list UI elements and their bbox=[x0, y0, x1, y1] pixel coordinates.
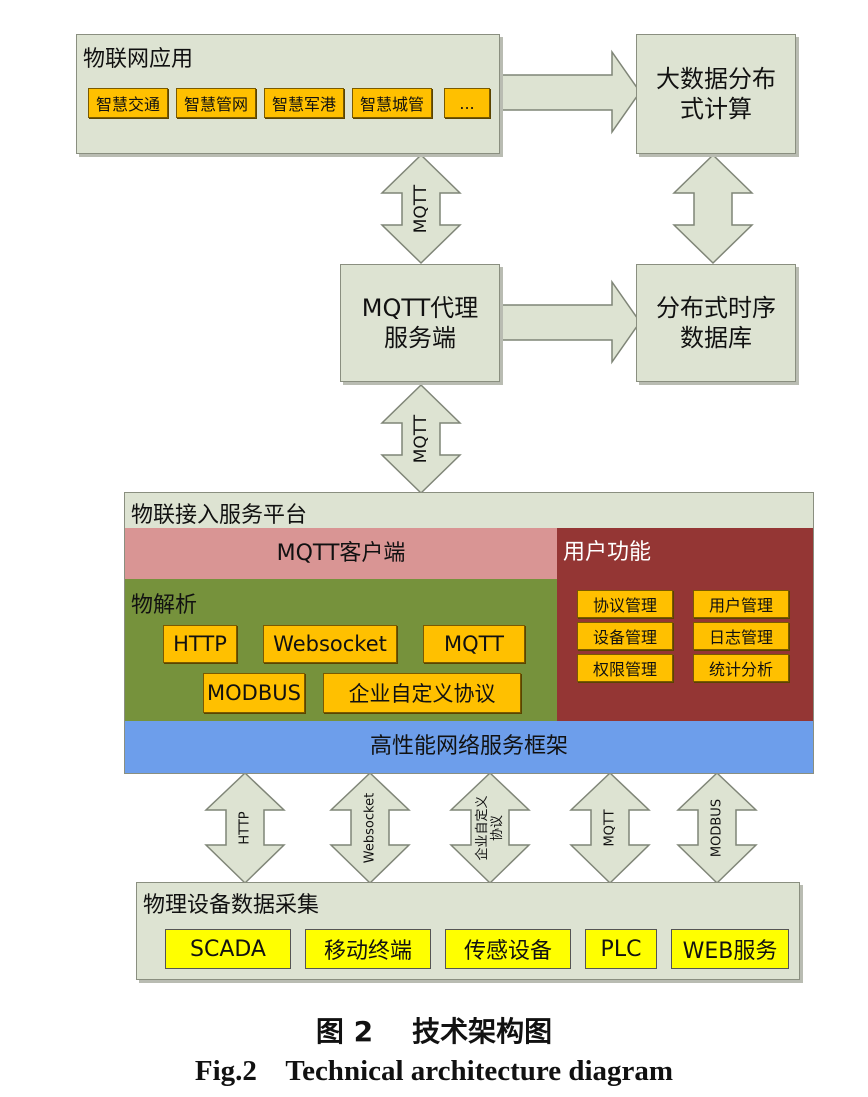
arrow-bigdata-tsdb bbox=[672, 153, 754, 265]
iot-apps-box: 物联网应用 智慧交通 智慧管网 智慧军港 智慧城管 ... bbox=[76, 34, 500, 154]
parse-chip-http: HTTP bbox=[163, 625, 237, 663]
bottom-link-modbus: MODBUS bbox=[709, 798, 725, 858]
user-chip: 权限管理 bbox=[577, 654, 673, 682]
caption-zh: 图 2 技术架构图 bbox=[315, 1015, 553, 1048]
ts-db-line1: 分布式时序 bbox=[656, 294, 776, 322]
parse-chip-websocket: Websocket bbox=[263, 625, 397, 663]
user-panel: 用户功能 协议管理 用户管理 设备管理 日志管理 权限管理 统计分析 bbox=[557, 528, 813, 721]
bottom-link-custom-line2: 协议 bbox=[490, 814, 505, 842]
bottom-link-custom-line1: 企业自定义 bbox=[475, 795, 490, 861]
platform-title: 物联接入服务平台 bbox=[131, 503, 308, 528]
iot-apps-title: 物联网应用 bbox=[83, 47, 194, 72]
parse-panel: 物解析 HTTP Websocket MQTT MODBUS 企业自定义协议 bbox=[125, 579, 557, 721]
parse-chip-mqtt: MQTT bbox=[423, 625, 525, 663]
device-chip-mobile: 移动终端 bbox=[305, 929, 431, 969]
app-chip: 智慧城管 bbox=[352, 88, 432, 118]
device-chip-plc: PLC bbox=[585, 929, 657, 969]
caption-en: Fig.2 Technical architecture diagram bbox=[194, 1055, 674, 1087]
arrow-broker-to-tsdb bbox=[499, 279, 641, 365]
big-data-line2: 式计算 bbox=[680, 95, 752, 123]
bottom-link-http: HTTP bbox=[237, 811, 253, 845]
app-chip: ... bbox=[444, 88, 490, 118]
arrow-apps-to-bigdata bbox=[499, 49, 641, 135]
parse-chip-modbus: MODBUS bbox=[203, 673, 305, 713]
ts-db-box: 分布式时序 数据库 bbox=[636, 264, 796, 382]
arrow-apps-broker bbox=[380, 153, 462, 265]
user-title: 用户功能 bbox=[563, 540, 652, 565]
bottom-link-mqtt: MQTT bbox=[602, 809, 618, 847]
big-data-box: 大数据分布 式计算 bbox=[636, 34, 796, 154]
parse-chip-custom: 企业自定义协议 bbox=[323, 673, 521, 713]
collect-title: 物理设备数据采集 bbox=[143, 893, 320, 918]
user-chip: 用户管理 bbox=[693, 590, 789, 618]
framework-band: 高性能网络服务框架 bbox=[125, 721, 813, 773]
user-chip: 协议管理 bbox=[577, 590, 673, 618]
parse-title: 物解析 bbox=[131, 593, 198, 618]
mqtt-broker-box: MQTT代理 服务端 bbox=[340, 264, 500, 382]
mqtt-broker-line1: MQTT代理 bbox=[361, 294, 479, 322]
app-chip: 智慧军港 bbox=[264, 88, 344, 118]
user-chip: 设备管理 bbox=[577, 622, 673, 650]
user-chip: 统计分析 bbox=[693, 654, 789, 682]
collect-box: 物理设备数据采集 SCADA 移动终端 传感设备 PLC WEB服务 bbox=[136, 882, 800, 980]
link-label-middle: MQTT bbox=[411, 414, 431, 464]
bottom-link-custom: 企业自定义 协议 bbox=[475, 795, 505, 860]
device-chip-sensor: 传感设备 bbox=[445, 929, 571, 969]
bottom-link-websocket: Websocket bbox=[362, 792, 378, 864]
device-chip-scada: SCADA bbox=[165, 929, 291, 969]
mqtt-client-band: MQTT客户端 bbox=[125, 528, 557, 579]
user-chip: 日志管理 bbox=[693, 622, 789, 650]
device-chip-web: WEB服务 bbox=[671, 929, 789, 969]
ts-db-line2: 数据库 bbox=[680, 324, 752, 352]
app-chip: 智慧管网 bbox=[176, 88, 256, 118]
app-chip: 智慧交通 bbox=[88, 88, 168, 118]
big-data-line1: 大数据分布 bbox=[656, 65, 776, 93]
link-label-top: MQTT bbox=[411, 184, 431, 234]
mqtt-broker-line2: 服务端 bbox=[384, 324, 456, 352]
